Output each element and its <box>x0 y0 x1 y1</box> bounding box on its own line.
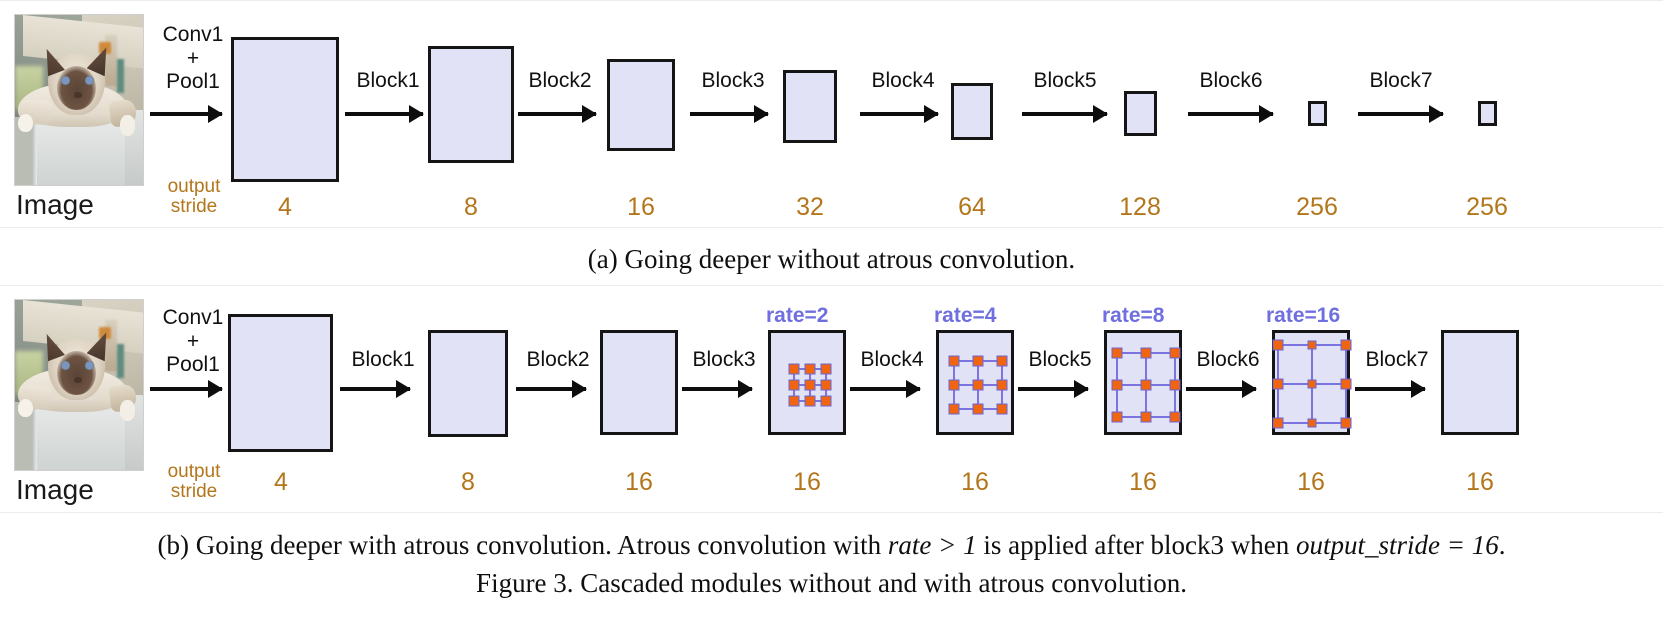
feature-map-b-8 <box>1441 330 1519 435</box>
rate-label-4: rate=4 <box>934 304 997 327</box>
stride-value-a-1: 4 <box>278 193 292 221</box>
input-image-thumbnail-b <box>14 299 144 471</box>
arrow-block2-b <box>516 380 587 398</box>
image-label-a: Image <box>16 189 94 220</box>
figure-main-caption: Figure 3. Cascaded modules without and w… <box>476 568 1187 598</box>
arrow-block3-b <box>682 380 753 398</box>
stride-value-a-7: 256 <box>1296 193 1338 221</box>
feature-map-a-5 <box>951 83 993 140</box>
output-stride-line2: stride <box>170 195 218 217</box>
feature-map-b-6-rate8 <box>1104 330 1182 435</box>
arrow-label-block5-a: Block5 <box>1033 69 1097 92</box>
arrow-conv1-pool1-b <box>150 380 223 398</box>
arrow-block1-a <box>345 105 424 123</box>
caption-b-math-rate: rate > 1 <box>887 530 977 560</box>
arrow-block5-a <box>1022 105 1108 123</box>
feature-map-a-1 <box>231 37 339 182</box>
stride-value-b-4: 16 <box>793 468 821 496</box>
panel-b-with-atrous: Image Conv1 + Pool1 Block1 Block2 Block3… <box>0 285 1663 513</box>
stride-value-a-4: 32 <box>796 193 824 221</box>
arrow-label-conv1-pool1-b: Conv1 + Pool1 <box>162 306 224 377</box>
arrow-label-block6-b: Block6 <box>1196 348 1260 371</box>
arrow-conv1-pool1-a <box>150 105 223 123</box>
rate-label-2: rate=2 <box>766 304 829 327</box>
feature-map-b-1 <box>228 314 333 452</box>
stride-value-b-5: 16 <box>961 468 989 496</box>
atrous-kernel-rate4 <box>948 355 1008 415</box>
panel-a-without-atrous: Image Conv1 + Pool1 Block1 Block2 Block3… <box>0 0 1663 228</box>
arrow-label-block3-b: Block3 <box>692 348 756 371</box>
feature-map-a-8 <box>1478 101 1497 126</box>
rate-label-8: rate=8 <box>1102 304 1165 327</box>
arrow-label-block1-a: Block1 <box>356 69 420 92</box>
output-stride-line2-b: stride <box>170 480 218 502</box>
stride-value-a-5: 64 <box>958 193 986 221</box>
caption-panel-a: (a) Going deeper without atrous convolut… <box>587 244 1076 274</box>
rate-label-16: rate=16 <box>1266 304 1341 327</box>
feature-map-a-2 <box>428 46 514 163</box>
caption-b-prefix: (b) Going deeper with atrous convolution… <box>157 530 888 560</box>
arrow-block3-a <box>690 105 769 123</box>
stride-value-a-3: 16 <box>627 193 655 221</box>
arrow-label-block2-a: Block2 <box>528 69 592 92</box>
stride-value-a-6: 128 <box>1119 193 1161 221</box>
stride-value-b-1: 4 <box>274 468 288 496</box>
arrow-block4-a <box>860 105 939 123</box>
atrous-kernel-rate2 <box>788 363 832 407</box>
arrow-label-block5-b: Block5 <box>1028 348 1092 371</box>
arrow-label-block4-b: Block4 <box>860 348 924 371</box>
arrow-label-block4-a: Block4 <box>871 69 935 92</box>
arrow-label-block3-a: Block3 <box>701 69 765 92</box>
caption-b-math-os: output_stride = 16 <box>1296 530 1499 560</box>
arrow-block6-a <box>1188 105 1274 123</box>
arrow-block7-a <box>1358 105 1444 123</box>
atrous-kernel-rate16 <box>1272 339 1352 429</box>
arrow-block4-b <box>850 380 921 398</box>
stride-value-b-7: 16 <box>1297 468 1325 496</box>
input-image-thumbnail-a <box>14 14 144 186</box>
image-label-b: Image <box>16 474 94 505</box>
atrous-kernel-rate8 <box>1111 347 1181 423</box>
feature-map-b-5-rate4 <box>936 330 1014 435</box>
arrow-block5-b <box>1018 380 1089 398</box>
arrow-block6-b <box>1186 380 1257 398</box>
output-stride-line1-b: output <box>167 461 221 482</box>
arrow-label-block7-b: Block7 <box>1365 348 1429 371</box>
output-stride-line1: output <box>167 176 221 197</box>
arrow-block2-a <box>518 105 597 123</box>
stride-value-a-2: 8 <box>464 193 478 221</box>
caption-panel-b: (b) Going deeper with atrous convolution… <box>0 530 1663 561</box>
arrow-block1-b <box>340 380 411 398</box>
arrow-block7-b <box>1355 380 1426 398</box>
arrow-label-conv1-pool1-a: Conv1 + Pool1 <box>162 23 224 94</box>
feature-map-b-3 <box>600 330 678 435</box>
arrow-label-block6-a: Block6 <box>1199 69 1263 92</box>
feature-map-a-7 <box>1308 101 1327 126</box>
caption-b-middle: is applied after block3 when <box>976 530 1297 560</box>
feature-map-a-4 <box>783 70 837 143</box>
stride-value-b-2: 8 <box>461 468 475 496</box>
stride-value-b-3: 16 <box>625 468 653 496</box>
feature-map-a-6 <box>1124 91 1157 136</box>
caption-b-suffix: . <box>1498 530 1506 560</box>
stride-value-a-8: 256 <box>1466 193 1508 221</box>
arrow-label-block1-b: Block1 <box>351 348 415 371</box>
feature-map-b-7-rate16 <box>1272 330 1352 435</box>
feature-map-a-3 <box>607 59 675 151</box>
stride-value-b-6: 16 <box>1129 468 1157 496</box>
feature-map-b-2 <box>428 330 508 437</box>
stride-value-b-8: 16 <box>1466 468 1494 496</box>
feature-map-b-4-rate2 <box>768 330 846 435</box>
arrow-label-block2-b: Block2 <box>526 348 590 371</box>
arrow-label-block7-a: Block7 <box>1369 69 1433 92</box>
